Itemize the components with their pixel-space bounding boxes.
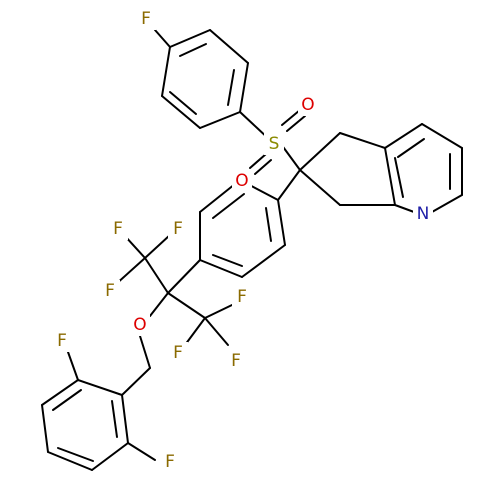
bond: [204, 317, 229, 346]
bond: [254, 159, 272, 175]
bond: [265, 207, 272, 242]
bond: [57, 447, 94, 462]
svg-text:F: F: [141, 9, 151, 29]
bond: [286, 115, 306, 132]
bonds: [41, 29, 463, 471]
bond: [184, 317, 206, 346]
bond: [384, 123, 423, 149]
bond: [299, 169, 341, 206]
bond: [111, 400, 118, 438]
bond: [161, 46, 171, 97]
atom-label-f-cf3b-1: F: [232, 286, 252, 308]
atom-labels: F S O O N F F F: [52, 8, 433, 473]
bond: [144, 234, 171, 259]
bond: [199, 259, 243, 278]
atom-label-f-cf3a-2: F: [168, 218, 188, 240]
bond: [144, 257, 169, 294]
atom-label-f-ring-left: F: [52, 330, 72, 352]
atom-label-o-sulfonyl-upper: O: [298, 94, 318, 116]
bond: [121, 394, 129, 444]
bond: [281, 109, 301, 126]
bond: [139, 335, 151, 369]
svg-text:F: F: [57, 331, 67, 351]
bond: [394, 157, 404, 198]
bond: [47, 451, 93, 471]
svg-text:O: O: [301, 95, 314, 115]
bond: [169, 91, 197, 115]
bond: [277, 199, 286, 246]
bond: [227, 69, 235, 106]
svg-text:F: F: [173, 219, 183, 239]
svg-text:O: O: [235, 171, 248, 191]
bond: [77, 379, 123, 396]
atom-label-s: S: [264, 133, 284, 155]
svg-text:F: F: [237, 287, 247, 307]
svg-text:F: F: [113, 219, 123, 239]
bond: [204, 304, 233, 319]
bond: [41, 404, 49, 453]
bond: [397, 138, 425, 158]
atom-label-f-cf3a-1: F: [108, 218, 128, 240]
svg-text:S: S: [269, 134, 280, 154]
svg-text:F: F: [173, 343, 183, 363]
bond: [167, 292, 206, 319]
bond: [149, 292, 169, 317]
bond: [241, 244, 286, 278]
bond: [212, 193, 245, 219]
bond: [41, 379, 79, 406]
atom-label-f-cf3b-3: F: [226, 350, 246, 372]
bond: [161, 95, 201, 129]
atom-label-o-ether: O: [130, 314, 150, 336]
bond: [52, 389, 82, 411]
bond: [431, 194, 463, 213]
atom-label-o-sulfonyl-lower: O: [232, 170, 252, 192]
bond: [339, 132, 386, 149]
atom-label-f-cf3b-2: F: [168, 342, 188, 364]
bond: [127, 442, 156, 461]
svg-text:F: F: [231, 351, 241, 371]
bond: [167, 259, 201, 294]
svg-text:O: O: [133, 315, 146, 335]
bond: [154, 29, 171, 48]
bond: [239, 62, 249, 113]
bond: [209, 29, 249, 64]
atom-label-f-ring-right: F: [160, 451, 180, 473]
bond: [249, 153, 267, 169]
atom-label-f-top: F: [136, 8, 156, 30]
bond: [67, 351, 79, 381]
bond: [91, 442, 129, 471]
atom-label-n: N: [413, 203, 433, 225]
bond: [179, 43, 207, 57]
bond: [277, 169, 301, 201]
bond: [121, 367, 151, 396]
atom-label-f-cf3a-3: F: [100, 280, 120, 302]
svg-text:F: F: [105, 281, 115, 301]
bond: [384, 147, 396, 206]
bond: [421, 123, 463, 149]
bond: [199, 111, 241, 129]
svg-text:F: F: [165, 452, 175, 472]
bond: [299, 132, 341, 171]
svg-text:N: N: [417, 204, 430, 224]
bond: [394, 204, 415, 213]
bond: [169, 29, 211, 48]
bond: [212, 254, 243, 267]
